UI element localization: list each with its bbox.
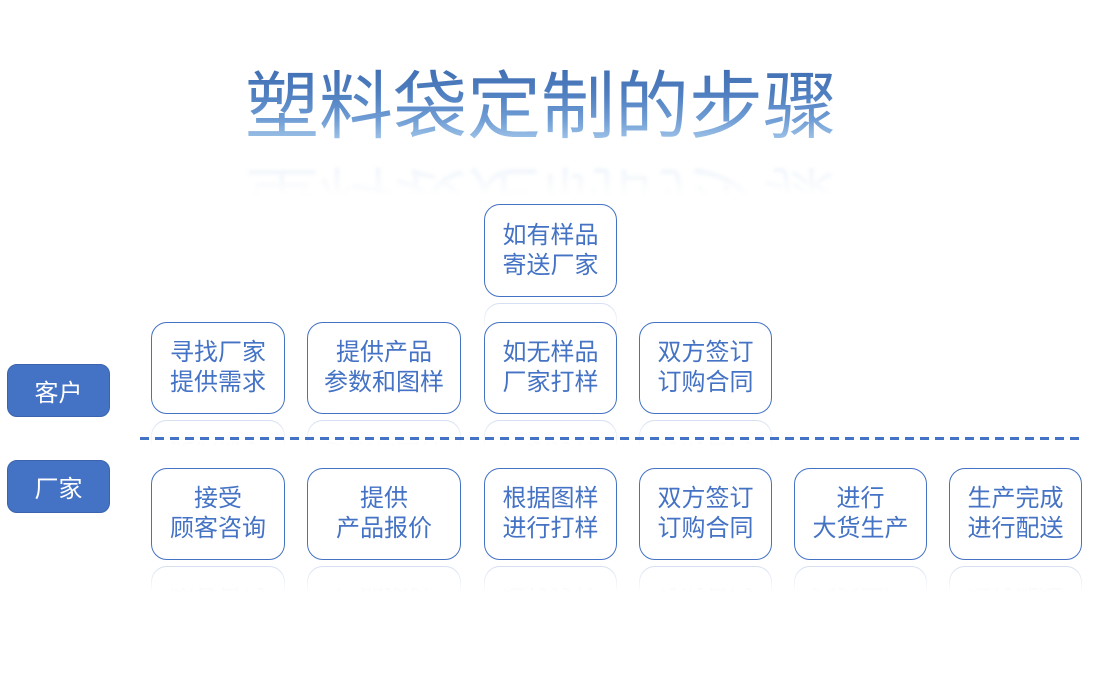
step-line: 寻找厂家 <box>170 339 266 366</box>
step-box-customer-1: 寻找厂家 提供需求 <box>151 322 285 414</box>
step-line: 进行配送 <box>967 515 1064 542</box>
step-line: 厂家打样 <box>502 369 599 396</box>
step-line: 进行 <box>836 485 885 512</box>
step-line: 进行打样 <box>502 515 599 542</box>
step-line: 提供需求 <box>170 369 266 396</box>
step-line: 如无样品 <box>502 339 599 366</box>
step-box-factory-6: 生产完成 进行配送 <box>949 468 1082 560</box>
step-box-factory-2: 提供 产品报价 <box>307 468 461 560</box>
lane-label-customer: 客户 <box>7 364 110 417</box>
step-line: 生产完成 <box>967 485 1064 512</box>
step-line: 寄送厂家 <box>502 251 599 279</box>
step-line: 根据图样 <box>502 485 599 512</box>
step-box-factory-1: 接受 顾客咨询 <box>151 468 285 560</box>
lane-label-factory: 厂家 <box>7 460 110 513</box>
step-line: 如有样品 <box>502 221 599 249</box>
step-box-customer-4: 双方签订 订购合同 <box>639 322 772 414</box>
lane-divider <box>140 437 1085 440</box>
step-box-customer-3: 如无样品 厂家打样 <box>484 322 617 414</box>
step-line: 顾客咨询 <box>170 515 266 542</box>
step-box-factory-3: 根据图样 进行打样 <box>484 468 617 560</box>
step-line: 双方签订 <box>657 485 754 512</box>
step-line: 产品报价 <box>336 515 432 542</box>
step-line: 接受 <box>194 485 242 512</box>
step-line: 提供产品 <box>336 339 432 366</box>
step-box-customer-2: 提供产品 参数和图样 <box>307 322 461 414</box>
step-line: 提供 <box>360 485 408 512</box>
step-line: 订购合同 <box>657 369 754 396</box>
step-line: 参数和图样 <box>324 369 444 396</box>
step-box-factory-5: 进行 大货生产 <box>794 468 927 560</box>
page-title: 塑料袋定制的步骤 <box>0 62 1082 154</box>
step-box-sample-available: 如有样品 寄送厂家 <box>484 204 617 297</box>
step-line: 订购合同 <box>657 515 754 542</box>
step-line: 大货生产 <box>812 515 909 542</box>
step-box-factory-4: 双方签订 订购合同 <box>639 468 772 560</box>
step-line: 双方签订 <box>657 339 754 366</box>
